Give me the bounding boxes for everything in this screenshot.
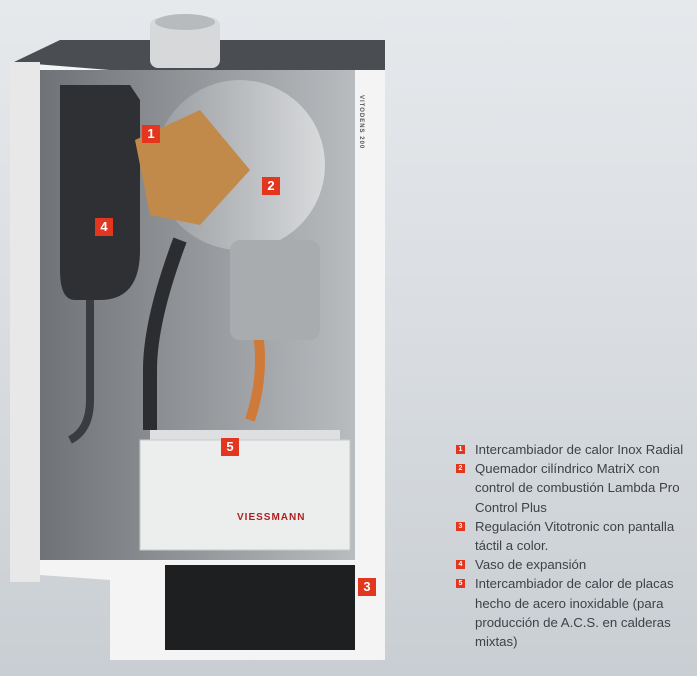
legend-text: Intercambiador de calor Inox Radial — [475, 442, 684, 457]
legend-number: 1 — [456, 445, 465, 454]
callout-1: 1 — [142, 125, 160, 143]
legend-text: Quemador cilíndrico MatriX con control d… — [475, 461, 680, 515]
display-panel — [165, 565, 355, 650]
callout-4: 4 — [95, 218, 113, 236]
legend-item: 5 Intercambiador de calor de placas hecho… — [456, 574, 696, 651]
fan-unit — [230, 240, 320, 340]
callout-2: 2 — [262, 177, 280, 195]
flue-outlet — [150, 18, 220, 68]
expansion-vessel — [60, 85, 140, 300]
legend-text: Regulación Vitotronic con pantalla tácti… — [475, 518, 675, 554]
brand-logo: VIESSMANN — [237, 512, 306, 523]
legend: 1 Intercambiador de calor Inox Radial 2 Qu… — [456, 440, 696, 651]
model-label: VITODENS 200 — [358, 95, 364, 150]
legend-item: 2 Quemador cilíndrico MatriX con control … — [456, 459, 696, 517]
control-unit — [139, 439, 351, 551]
legend-item: 4 Vaso de expansión — [456, 555, 696, 574]
callout-5: 5 — [221, 438, 239, 456]
legend-text: Intercambiador de calor de placas hecho … — [475, 576, 674, 650]
legend-number: 5 — [456, 579, 465, 589]
legend-number: 2 — [456, 464, 465, 474]
legend-item: 3 Regulación Vitotronic con pantalla táct… — [456, 517, 696, 555]
boiler-cutaway-illustration — [10, 14, 385, 660]
heat-exchanger — [135, 110, 250, 225]
legend-item: 1 Intercambiador de calor Inox Radial — [456, 440, 696, 459]
callout-3: 3 — [358, 578, 376, 596]
legend-text: Vaso de expansión — [475, 557, 587, 573]
legend-number: 4 — [456, 560, 465, 570]
legend-number: 3 — [456, 521, 465, 531]
